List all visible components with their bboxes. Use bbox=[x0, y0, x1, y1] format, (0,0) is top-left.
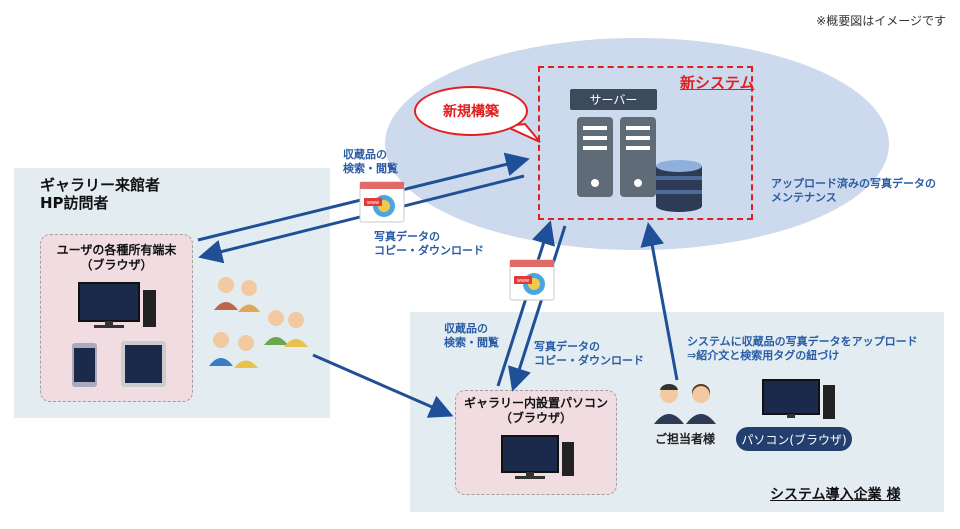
user-devices-title-line: （ブラウザ） bbox=[80, 258, 153, 272]
copy-label-line: コピー・ダウンロード bbox=[374, 244, 484, 257]
people-icon bbox=[209, 277, 308, 368]
staff-icon bbox=[654, 383, 716, 424]
upload-label-line: ⇒紹介文と検索用タグの紐づけ bbox=[687, 349, 840, 362]
copy-label-line: 写真データの bbox=[534, 340, 600, 353]
copy-label-line: コピー・ダウンロード bbox=[534, 354, 644, 367]
user-devices-title-line: ユーザの各種所有端末 bbox=[56, 243, 177, 257]
gallery-pc-title: ギャラリー内設置パソコン （ブラウザ） bbox=[455, 396, 617, 426]
browse-label-line: 検索・閲覧 bbox=[444, 336, 499, 349]
pc-browser-pill: パソコン(ブラウザ) bbox=[736, 427, 852, 451]
gallery-pc-title-line: ギャラリー内設置パソコン bbox=[463, 396, 608, 410]
copy-label-top: 写真データの コピー・ダウンロード bbox=[374, 230, 484, 258]
disclaimer-note: ※概要図はイメージです bbox=[816, 14, 946, 28]
desktop-pc-icon bbox=[762, 379, 835, 419]
new-system-title: 新システム bbox=[680, 74, 755, 92]
upload-label-line: システムに収蔵品の写真データをアップロード bbox=[687, 335, 918, 348]
visitor-title-line: ギャラリー来館者 bbox=[40, 176, 161, 194]
browse-label-line: 収蔵品の bbox=[444, 322, 488, 335]
arrow-gallery-to-server bbox=[496, 220, 555, 387]
svg-text:www: www bbox=[517, 278, 529, 284]
upload-label: システムに収蔵品の写真データをアップロード ⇒紹介文と検索用タグの紐づけ bbox=[687, 335, 918, 363]
copy-label-line: 写真データの bbox=[374, 230, 440, 243]
server-label: サーバー bbox=[570, 89, 657, 110]
company-footer-title: システム導入企業 様 bbox=[770, 487, 901, 503]
browse-label-top: 収蔵品の 検索・閲覧 bbox=[343, 148, 398, 176]
tablet-icon bbox=[121, 341, 166, 387]
arrow-staff-to-server bbox=[640, 222, 679, 381]
visitor-title: ギャラリー来館者 HP訪問者 bbox=[40, 176, 160, 212]
new-build-callout: 新規構築 bbox=[414, 86, 528, 136]
arrow-server-to-gallery bbox=[508, 225, 567, 392]
user-devices-title: ユーザの各種所有端末 （ブラウザ） bbox=[40, 243, 193, 273]
maintenance-label-line: メンテナンス bbox=[771, 191, 837, 204]
browse-label-line: 収蔵品の bbox=[343, 148, 387, 161]
maintenance-label: アップロード済みの写真データの メンテナンス bbox=[771, 177, 936, 205]
arrow-people-to-gallery bbox=[312, 353, 454, 418]
copy-label-bottom: 写真データの コピー・ダウンロード bbox=[534, 340, 644, 368]
new-system-box bbox=[538, 66, 753, 220]
smartphone-icon bbox=[72, 343, 97, 387]
server-rack-icon bbox=[577, 117, 656, 197]
desktop-pc-icon bbox=[501, 435, 574, 479]
svg-text:www: www bbox=[367, 200, 379, 206]
maintenance-label-line: アップロード済みの写真データの bbox=[771, 177, 936, 190]
gallery-pc-title-line: （ブラウザ） bbox=[499, 411, 572, 425]
browser-www-icon: www bbox=[359, 181, 405, 223]
browser-www-icon: www bbox=[509, 259, 555, 301]
database-icon bbox=[656, 160, 702, 212]
browse-label-line: 検索・閲覧 bbox=[343, 162, 398, 175]
staff-label: ご担当者様 bbox=[655, 432, 716, 446]
desktop-pc-icon bbox=[78, 282, 156, 328]
visitor-title-line: HP訪問者 bbox=[40, 194, 109, 212]
browse-label-bottom: 収蔵品の 検索・閲覧 bbox=[444, 322, 499, 350]
